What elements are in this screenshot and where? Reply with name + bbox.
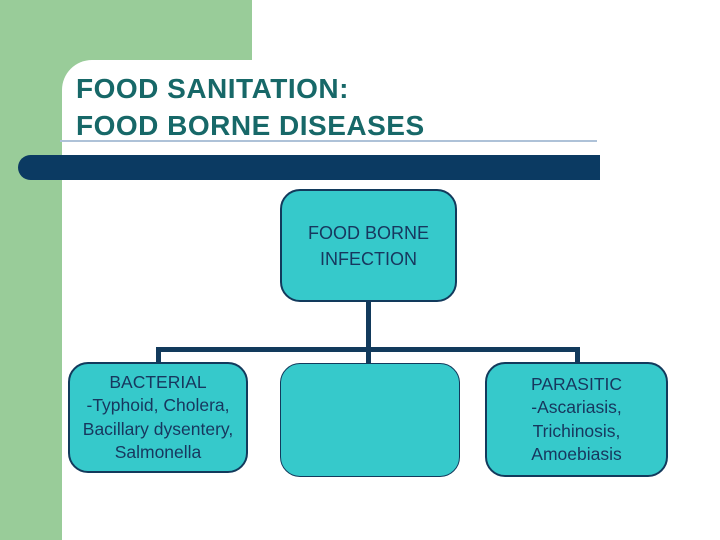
thin-accent-line — [60, 140, 597, 142]
connector-stub-right — [575, 350, 580, 363]
slide-title-line-1: FOOD SANITATION: — [76, 73, 349, 104]
diagram-box-label-line: Salmonella — [114, 442, 202, 462]
title-underline-bar — [18, 155, 600, 180]
diagram-box-label-line: INFECTION — [320, 248, 417, 269]
connector-stub-left — [156, 350, 161, 363]
diagram-box-label-line: -Typhoid, Cholera, — [86, 395, 230, 415]
diagram-box-parasitic: PARASITIC -Ascariasis, Trichinosis, Amoe… — [485, 362, 668, 477]
diagram-box-label-line: PARASITIC — [530, 373, 623, 394]
connector-stub-center — [366, 350, 371, 364]
diagram-box-label-line: Trichinosis, — [532, 420, 621, 441]
connector-root-stem — [366, 302, 371, 348]
slide-title-line-2: FOOD BORNE DISEASES — [76, 110, 425, 141]
diagram-box-food-borne-infection: FOOD BORNE INFECTION — [280, 189, 457, 302]
diagram-box-label-line: BACTERIAL — [109, 371, 207, 392]
connector-horizontal-rail — [156, 347, 580, 352]
diagram-box-label-line: Bacillary dysentery, — [82, 418, 234, 439]
diagram-box-label-line: FOOD BORNE — [307, 222, 429, 243]
slide-title: FOOD SANITATION: FOOD BORNE DISEASES — [76, 70, 636, 144]
diagram-box-empty — [280, 363, 460, 477]
diagram-box-bacterial: BACTERIAL -Typhoid, Cholera, Bacillary d… — [68, 362, 248, 473]
diagram-box-label-line: -Ascariasis, — [531, 397, 622, 417]
diagram-box-label-line: Amoebiasis — [531, 444, 622, 464]
